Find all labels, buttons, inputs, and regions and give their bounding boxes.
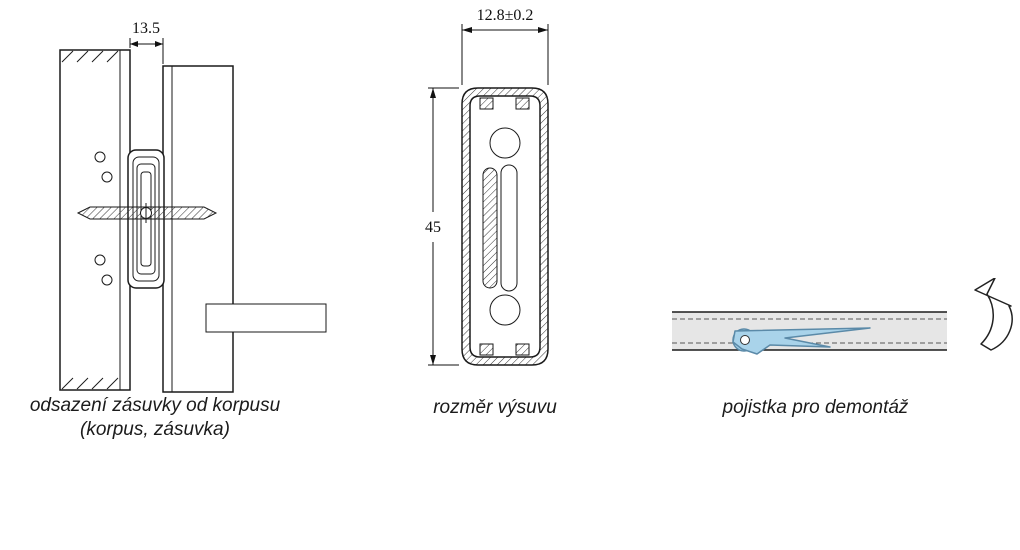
caption-offset: odsazení zásuvky od korpusu (korpus, zás… [0,394,310,442]
latch-pivot-hole [740,335,750,345]
caption-profile: rozměr výsuvu [433,397,557,418]
dimension-width-value: 12.8±0.2 [477,7,534,24]
dimension-offset-value: 13.5 [132,20,160,37]
dimension-offset: 13.5 [129,20,164,64]
bearing-retainers [479,97,530,356]
release-latch [732,327,871,355]
caption-offset-line1: odsazení zásuvky od korpusu [29,395,281,416]
figure-profile-drawing: 12.8±0.2 45 [425,7,549,366]
mounting-screw [76,203,218,223]
dimension-height: 45 [425,87,459,366]
rotation-arrow-icon [974,278,1013,351]
caption-offset-line2: (korpus, zásuvka) [80,419,230,440]
caption-latch: pojistka pro demontáž [722,397,909,418]
ball-bearings [489,127,521,326]
dimension-height-value: 45 [425,219,441,236]
figure-offset-drawing: 13.5 [59,20,327,393]
drawer-bottom-board [205,303,327,333]
dimension-width: 12.8±0.2 [461,7,549,85]
inner-rail-members [482,164,518,292]
figure-latch-drawing [672,278,1013,355]
screw-holes [94,151,113,286]
drawer-panel [162,65,234,393]
profile-wall-section [461,87,549,366]
korpus-panel [59,49,131,391]
